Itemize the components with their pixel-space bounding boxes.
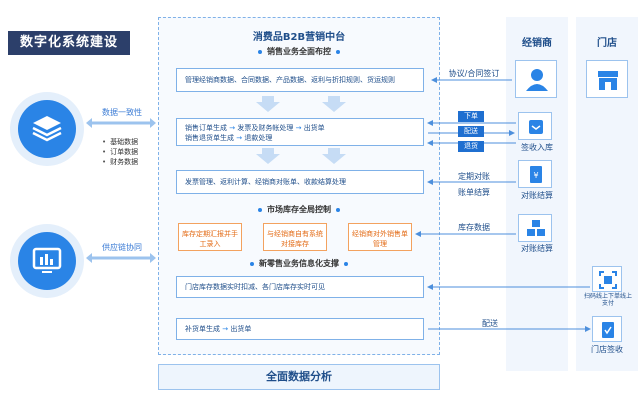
step-shipment: 出货单 <box>303 124 325 132</box>
step-invoice: 发票及财务帐处理 <box>237 124 294 132</box>
boxes-icon <box>527 220 545 236</box>
dealer-receive-tile <box>518 112 552 140</box>
supply-chain-circle <box>18 232 76 290</box>
contract-label: 协议/合同签订 <box>448 69 500 78</box>
dealer-stock-label: 对账结算 <box>521 244 553 253</box>
flow-down-arrow <box>322 148 346 164</box>
page-title: 数字化系统建设 <box>8 31 130 55</box>
clipboard-check-icon <box>602 322 614 338</box>
dealer-bill-tile: ¥ <box>518 160 552 188</box>
inventory-sync-box: 与经销商自有系统对接库存 <box>263 223 327 251</box>
order-tag: 下单 <box>458 111 484 122</box>
store-front-tile <box>586 60 628 98</box>
reconcile-label: 定期对账 <box>458 172 490 181</box>
delivery-tag: 配送 <box>458 126 484 137</box>
row-master-data: 管理经销商数据、合同数据、产品数据、返利与折扣规则、货运规则 <box>176 68 424 92</box>
supply-chain-arrow <box>86 253 156 263</box>
svg-text:¥: ¥ <box>533 171 538 180</box>
data-analysis-bar: 全面数据分析 <box>158 364 440 390</box>
arrow-right-icon: → <box>229 124 236 132</box>
store-scan-label: 扫码线上下单线上支付 <box>583 293 632 307</box>
flow-down-arrow <box>322 96 346 112</box>
data-bullets: 基础数据 订单数据 财务数据 <box>102 137 138 167</box>
store-scan-tile <box>592 266 622 292</box>
user-icon <box>526 69 548 91</box>
row-orders: 销售订单生成 → 发票及财务帐处理 → 出货单 销售退货单生成 → 退款处理 <box>176 118 424 146</box>
step-replenish-order: 补货单生成 <box>185 325 220 333</box>
scan-icon <box>599 271 617 289</box>
inventory-manual-box: 库存定期汇报并手工录入 <box>178 223 242 251</box>
step-replenish-shipment: 出货单 <box>230 325 252 333</box>
step-return-order: 销售退货单生成 <box>185 134 234 142</box>
supply-chain-label: 供应链协同 <box>102 243 142 252</box>
step-sales-order: 销售订单生成 <box>185 124 227 132</box>
row-store-inventory: 门店库存数据实时扣减、各门店库存实时可见 <box>176 276 424 298</box>
section-inventory-title: 市场库存全局控制 <box>158 204 440 215</box>
inbox-icon <box>529 120 543 134</box>
center-title: 消费品B2B营销中台 <box>252 32 346 43</box>
settlement-label: 账单结算 <box>458 188 490 197</box>
dealer-user-tile <box>515 60 557 98</box>
arrow-right-icon: → <box>236 134 243 142</box>
arrow-right-icon: → <box>222 325 229 333</box>
step-refund: 退款处理 <box>244 134 273 142</box>
dealer-stock-tile <box>518 214 552 242</box>
arrow-right-icon: → <box>295 124 302 132</box>
data-consistency-arrow <box>86 118 156 128</box>
data-layer-circle <box>18 100 76 158</box>
row-replenish: 补货单生成 → 出货单 <box>176 318 424 340</box>
bullet-item: 基础数据 <box>102 137 138 147</box>
monitor-chart-icon <box>32 247 62 273</box>
return-tag: 退货 <box>458 141 484 152</box>
row-settlement: 发票管理、返利计算、经销商对账单、收款结算处理 <box>176 170 424 194</box>
delivery-label: 配送 <box>482 319 498 328</box>
section-retail-title: 新零售业务信息化支撑 <box>158 258 440 269</box>
flow-down-arrow <box>256 148 280 164</box>
store-column-title: 门店 <box>597 38 617 49</box>
inventory-sales-box: 经销商对外销售单管理 <box>348 223 412 251</box>
storefront-icon <box>598 71 618 90</box>
section-sales-title: 销售业务全面布控 <box>158 46 440 57</box>
flow-down-arrow <box>256 96 280 112</box>
dealer-receive-label: 签收入库 <box>521 143 553 152</box>
invoice-icon: ¥ <box>530 166 542 183</box>
bullet-item: 订单数据 <box>102 147 138 157</box>
store-sign-tile <box>592 316 622 342</box>
store-sign-label: 门店签收 <box>591 345 623 354</box>
dealer-bill-label: 对账结算 <box>521 191 553 200</box>
stock-data-label: 库存数据 <box>458 223 490 232</box>
bullet-item: 财务数据 <box>102 157 138 167</box>
data-consistency-label: 数据一致性 <box>102 108 142 117</box>
layers-icon <box>32 116 62 142</box>
dealer-column-title: 经销商 <box>522 38 552 49</box>
